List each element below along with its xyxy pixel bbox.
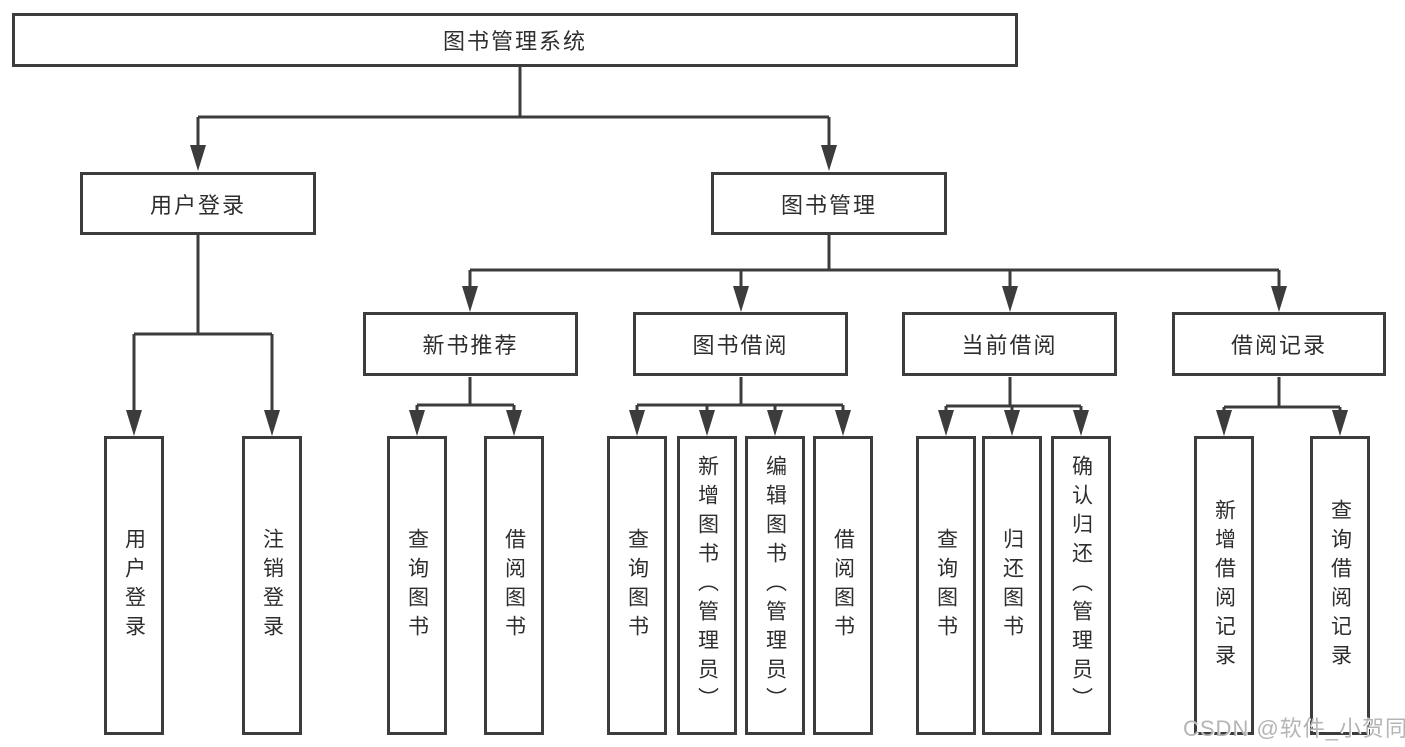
leaf-label: 注销登录 [260,527,284,644]
leaf-add-book-admin: 新增图书（管理员） [677,436,737,735]
leaf-label: 借阅图书 [831,527,855,644]
node-book-management: 图书管理 [711,172,947,235]
leaf-query-books-recommend: 查询图书 [387,436,447,735]
leaf-user-login: 用户登录 [104,436,164,735]
leaf-label: 查询图书 [405,527,429,644]
leaf-label: 新增借阅记录 [1212,498,1236,673]
node-current-borrow: 当前借阅 [902,312,1117,376]
leaf-logout: 注销登录 [242,436,302,735]
node-book-borrow: 图书借阅 [633,312,848,376]
node-root: 图书管理系统 [12,13,1018,67]
connector-book-borrow-to-leaves [635,377,845,410]
connector-borrow-records-to-leaves [1222,377,1342,410]
leaf-query-books-current: 查询图书 [916,436,976,735]
node-current-borrow-label: 当前借阅 [961,333,1058,358]
leaf-label: 借阅图书 [502,527,526,644]
leaf-label: 查询图书 [625,527,649,644]
leaf-borrow-books-recommend: 借阅图书 [484,436,544,735]
leaf-add-borrow-record: 新增借阅记录 [1194,436,1254,735]
node-user-login: 用户登录 [80,172,316,235]
leaf-label: 确认归还（管理员） [1069,455,1093,716]
leaf-label: 编辑图书（管理员） [763,455,787,716]
node-borrow-records: 借阅记录 [1172,312,1386,376]
node-new-book-recommend-label: 新书推荐 [422,333,519,358]
node-new-book-recommend: 新书推荐 [363,312,578,376]
leaf-label: 查询借阅记录 [1328,498,1352,673]
node-book-management-label: 图书管理 [780,192,877,218]
node-root-label: 图书管理系统 [442,29,587,54]
connector-new-book-to-leaves [415,377,516,410]
node-borrow-records-label: 借阅记录 [1230,333,1327,358]
connector-current-borrow-to-leaves [944,377,1083,410]
leaf-label: 归还图书 [1000,527,1024,644]
connector-book-mgmt-to-level3 [468,235,1281,286]
node-user-login-label: 用户登录 [149,192,246,218]
connector-user-login-to-leaves [132,235,274,410]
leaf-query-books-borrow: 查询图书 [607,436,667,735]
connector-root-to-level2 [196,67,831,145]
node-book-borrow-label: 图书借阅 [692,333,789,358]
leaf-label: 新增图书（管理员） [695,455,719,716]
watermark: CSDN @软件_小贺同学 [1183,716,1405,741]
leaf-edit-book-admin: 编辑图书（管理员） [745,436,805,735]
leaf-label: 查询图书 [934,527,958,644]
leaf-return-books: 归还图书 [982,436,1042,735]
leaf-borrow-books: 借阅图书 [813,436,873,735]
leaf-confirm-return-admin: 确认归还（管理员） [1051,436,1111,735]
leaf-label: 用户登录 [122,527,146,644]
leaf-query-borrow-record: 查询借阅记录 [1310,436,1370,735]
